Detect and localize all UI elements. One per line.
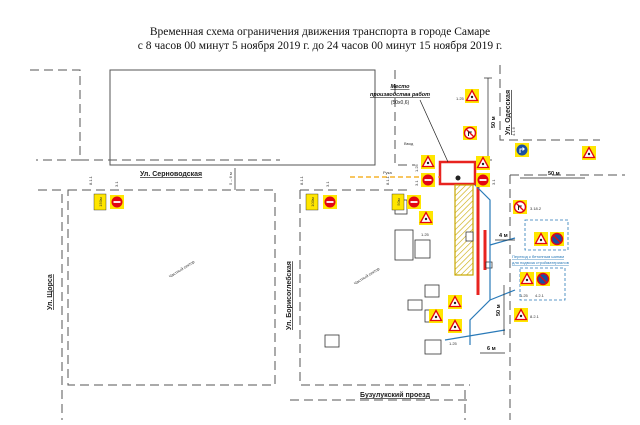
svg-text:производства работ: производства работ xyxy=(370,91,430,98)
svg-text:Переход к бетонным шинам: Переход к бетонным шинам xyxy=(512,254,564,259)
dim-50-right: 50 м xyxy=(548,171,560,177)
dim-4: 4 м xyxy=(499,233,508,239)
pedestrian-path xyxy=(444,184,516,345)
sign-code-1-25-c: 1.25 xyxy=(456,96,465,101)
street-buzuluksky: Бузулукский проезд xyxy=(360,391,431,399)
sign-code-3-1-b: 3.1 xyxy=(325,181,330,187)
street-borisoglebskaya: Ул. Борисоглебская xyxy=(285,261,293,330)
roadworks-warning-sign-icon xyxy=(533,231,549,247)
work-zone-label: Место производства работ (50x0,6) xyxy=(370,84,449,163)
no-entry-sign-icon xyxy=(323,195,337,209)
sign-group-box-1 xyxy=(524,219,569,251)
svg-text:для подвоза стройматериалов: для подвоза стройматериалов xyxy=(512,260,569,265)
no-u-turn-sign-icon xyxy=(512,199,528,215)
street-sernovodskaya: Ул. Серноводская xyxy=(140,171,202,178)
no-turn-sign-icon xyxy=(462,125,478,141)
dim-6: 6 м xyxy=(487,346,496,352)
sign-code-3-1-a: 3.1 xyxy=(114,181,119,187)
dimension-lines xyxy=(234,77,585,354)
no-stopping-sign-icon xyxy=(549,231,565,247)
hatch-label-1: Частный сектор xyxy=(168,259,196,279)
scheme-title-line1: Временная схема ограничения движения тра… xyxy=(149,26,491,38)
svg-text:50м: 50м xyxy=(396,198,401,205)
sign-code-1-25-d: 1.25 xyxy=(520,293,529,298)
no-entry-sign-icon xyxy=(110,195,124,209)
sign-code-8-2-1: 8.2.1 xyxy=(530,314,540,319)
sign-code-8-1-b: 8.1.1 xyxy=(299,175,304,185)
no-entry-sign-icon xyxy=(421,173,435,187)
distance-plate-150: 150м xyxy=(93,193,107,211)
street-odesskaya: Ул. Одесская xyxy=(505,90,512,135)
roadworks-warning-sign-icon xyxy=(447,318,463,334)
sign-code-8-1-c: 8.1.1 xyxy=(385,175,390,185)
sign-code-1-25-b: 1.25 xyxy=(414,163,419,172)
sign-code-1-25-e: 1.25 xyxy=(449,341,458,346)
direction-sign-icon xyxy=(514,142,530,158)
street-shchorsa: Ул. Щорса xyxy=(47,274,54,310)
roadworks-warning-sign-icon xyxy=(581,145,597,161)
roadworks-warning-sign-icon xyxy=(420,154,436,170)
sign-code-3-1-c: 3.1 xyxy=(414,180,419,186)
dim-50-top: 50 м xyxy=(491,116,497,128)
no-entry-sign-icon xyxy=(407,195,421,209)
svg-text:Место: Место xyxy=(391,84,411,90)
distance-plate-50: 50м xyxy=(391,193,405,211)
svg-text:(50x0,6): (50x0,6) xyxy=(391,100,410,106)
roadworks-warning-sign-icon xyxy=(428,308,444,324)
hatch-label-2: Частный сектор xyxy=(353,266,381,286)
sign-code-4-1-6: 4.1.6 xyxy=(511,126,516,136)
roadworks-warning-sign-icon xyxy=(464,88,480,104)
ruka-label: Рука xyxy=(383,170,393,175)
roadworks-warning-sign-icon xyxy=(513,307,529,323)
no-stopping-sign-icon xyxy=(535,271,551,287)
roadworks-warning-sign-icon xyxy=(418,210,434,226)
roadworks-warning-sign-icon xyxy=(519,271,535,287)
svg-text:100м: 100м xyxy=(310,197,315,207)
work-zone xyxy=(438,160,493,295)
svg-text:150м: 150м xyxy=(98,197,103,207)
no-entry-sign-icon xyxy=(476,173,490,187)
sign-code-3-1-d: 3.1 xyxy=(491,179,496,185)
scheme-title-line2: с 8 часов 00 минут 5 ноября 2019 г. до 2… xyxy=(137,40,503,52)
distance-plate-100: 100м xyxy=(305,193,319,211)
pedestrian-note: Переход к бетонным шинам для подвоза стр… xyxy=(512,254,569,265)
road-outlines xyxy=(30,65,625,420)
vvod-label: Ввод xyxy=(404,141,414,146)
dim-5-6: 5 – 6 м xyxy=(228,172,233,185)
roadworks-warning-sign-icon xyxy=(447,294,463,310)
roadworks-warning-sign-icon xyxy=(475,155,491,171)
sign-code-3-18-2: 3.18.2 xyxy=(530,206,542,211)
sign-code-4-2-1: 4.2.1 xyxy=(535,293,545,298)
sign-code-8-1-a: 8.1.1 xyxy=(88,175,93,185)
dim-50-bottom: 50 м xyxy=(496,304,502,316)
sign-code-1-25-a: 1.25 xyxy=(421,232,430,237)
